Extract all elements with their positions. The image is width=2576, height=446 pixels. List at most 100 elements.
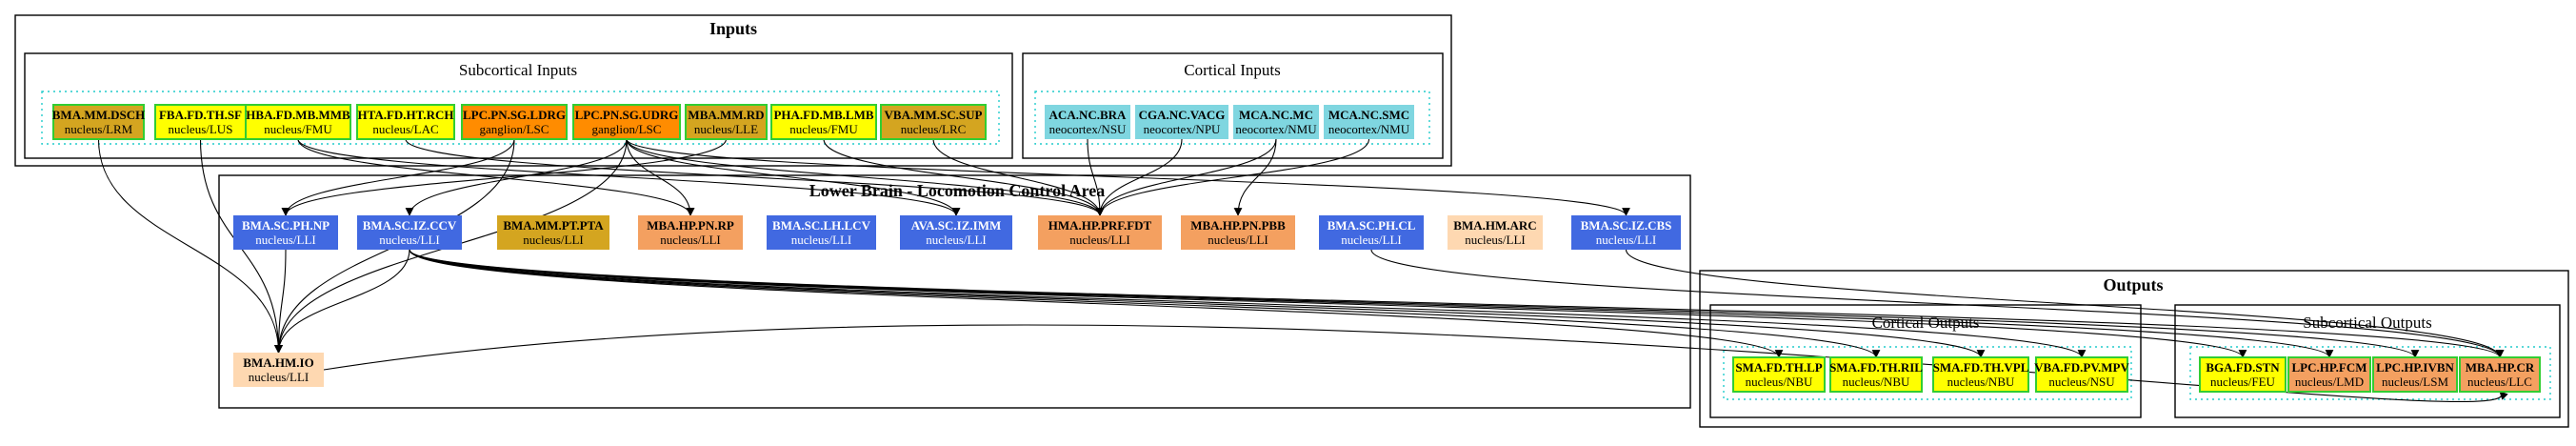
node-name: AVA.SC.IZ.IMM — [911, 218, 1002, 233]
node-box — [685, 104, 768, 140]
node-name: MBA.MM.RD — [688, 108, 764, 122]
node-box — [1732, 356, 1826, 393]
node-type: nucleus/LAC — [372, 122, 438, 136]
node-name: MCA.NC.MC — [1239, 108, 1313, 122]
node-type: nucleus/LLI — [379, 233, 440, 247]
node-name: HBA.FD.MB.MMB — [246, 108, 350, 122]
node-name: BMA.HM.ARC — [1453, 218, 1536, 233]
edge-lpc-pn-sg-udrg-to-ava-sc-iz-imm — [626, 138, 961, 216]
node-box — [767, 215, 876, 250]
edge-mca-nc-mc-to-hma-hp-prf-fdt — [1095, 138, 1277, 216]
node-box — [356, 104, 455, 140]
node-type: nucleus/LLI — [249, 370, 310, 384]
cluster-subcortical-inputs-title: Subcortical Inputs — [459, 61, 577, 79]
node-box — [52, 104, 145, 140]
node-box — [357, 215, 462, 250]
node-type: nucleus/LLI — [1465, 233, 1526, 247]
node-type: nucleus/NSU — [2048, 375, 2115, 389]
node-box — [154, 104, 247, 140]
node-box — [1324, 105, 1414, 139]
node-type: neocortex/NSU — [1049, 122, 1127, 136]
node-type: nucleus/LLI — [791, 233, 852, 247]
node-name: LPC.HP.FCM — [2292, 360, 2367, 375]
node-name: HMA.HP.PRF.FDT — [1048, 218, 1152, 233]
node-type: neocortex/NPU — [1144, 122, 1221, 136]
node-type: nucleus/NBU — [1947, 375, 2015, 389]
node-name: ACA.NC.BRA — [1049, 108, 1128, 122]
node-type: nucleus/LUS — [169, 122, 233, 136]
node-type: ganglion/LSC — [592, 122, 662, 136]
cluster-lower-brain-title: Lower Brain - Locomotion Control Area — [809, 181, 1105, 200]
node-type: neocortex/NMU — [1235, 122, 1317, 136]
node-box — [2459, 356, 2541, 393]
node-name: BMA.HM.IO — [243, 355, 313, 370]
cluster-outputs-title: Outputs — [2103, 275, 2163, 294]
node-box — [1319, 215, 1424, 250]
node-box — [1181, 215, 1295, 250]
cluster-subcortical-inputs: Subcortical Inputs — [24, 52, 1013, 159]
edge-lpc-pn-sg-udrg-to-hma-hp-prf-fdt — [626, 138, 1105, 216]
node-type: nucleus/LRC — [901, 122, 967, 136]
node-type: nucleus/FMU — [264, 122, 332, 136]
cluster-inputs-title: Inputs — [709, 19, 757, 38]
edge-bma-mm-dsch-to-bma-hm-io — [97, 138, 283, 354]
node-box — [1038, 215, 1162, 250]
edge-cga-nc-vacg-to-hma-hp-prf-fdt — [1095, 138, 1183, 216]
node-box — [880, 104, 987, 140]
node-box — [1448, 215, 1543, 250]
node-type: nucleus/LLI — [926, 233, 987, 247]
edge-hba-fd-mb-mmb-to-ava-sc-iz-imm — [297, 138, 961, 216]
node-name: LPC.PN.SG.UDRG — [575, 108, 679, 122]
node-type: nucleus/LLI — [523, 233, 584, 247]
node-name: BMA.SC.PH.CL — [1328, 218, 1416, 233]
node-name: BMA.MM.PT.PTA — [503, 218, 604, 233]
node-name: HTA.FD.HT.RCH — [358, 108, 454, 122]
node-box — [900, 215, 1012, 250]
node-name: FBA.FD.TH.SF — [159, 108, 242, 122]
edge-bma-sc-ph-np-to-bma-hm-io — [274, 249, 287, 354]
node-name: BMA.SC.IZ.CCV — [363, 218, 457, 233]
node-name: CGA.NC.VACG — [1139, 108, 1226, 122]
node-box — [245, 104, 351, 140]
edge-mca-nc-smc-to-hma-hp-prf-fdt — [1095, 138, 1370, 216]
cluster-cortical-inputs-title: Cortical Inputs — [1184, 61, 1281, 79]
edge-bma-sc-iz-ccv-to-lpc-hp-fcm — [409, 249, 2334, 358]
node-box — [233, 353, 324, 387]
node-type: nucleus/LLI — [255, 233, 316, 247]
edge-bma-sc-iz-ccv-to-sma-fd-th-ril — [409, 249, 1881, 358]
node-box — [1571, 215, 1681, 250]
node-type: nucleus/LLE — [694, 122, 758, 136]
edge-bma-sc-iz-ccv-to-vba-fd-pv-mpv — [409, 249, 2087, 358]
node-name: BMA.SC.IZ.CBS — [1581, 218, 1672, 233]
edge-mba-mm-rd-to-bma-sc-ph-np — [281, 138, 728, 216]
node-type: nucleus/NBU — [1746, 375, 1813, 389]
node-name: LPC.PN.SG.LDRG — [463, 108, 566, 122]
node-type: nucleus/LLI — [1596, 233, 1657, 247]
edge-lpc-pn-sg-udrg-to-mba-hp-pn-rp — [626, 138, 695, 216]
node-type: nucleus/LLI — [1069, 233, 1130, 247]
node-box — [1045, 105, 1130, 139]
node-type: nucleus/NBU — [1843, 375, 1910, 389]
node-type: nucleus/LRM — [65, 122, 133, 136]
